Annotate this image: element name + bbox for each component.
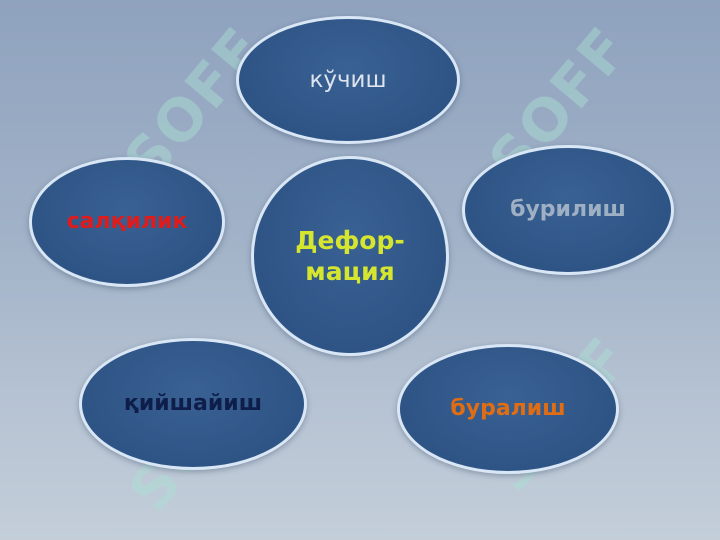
node-left-label: салқилик — [66, 209, 188, 235]
node-bottom-left-label: қийшайиш — [123, 391, 263, 417]
center-node-label: Дефор- мация — [295, 225, 404, 288]
node-bottom-right-label: буралиш — [450, 396, 566, 422]
node-bottom-left-ellipse: қийшайиш — [79, 338, 307, 470]
node-left-ellipse: салқилик — [29, 157, 225, 287]
center-node-ellipse: Дефор- мация — [251, 156, 449, 356]
node-bottom-right-ellipse: буралиш — [397, 344, 619, 474]
node-top-label: кўчиш — [309, 66, 387, 93]
center-node-label-line1: Дефор- — [295, 225, 405, 255]
node-right-ellipse: бурилиш — [462, 145, 674, 275]
center-node-label-line2: мация — [305, 257, 395, 286]
node-right-label: бурилиш — [510, 197, 626, 223]
node-top-ellipse: кўчиш — [236, 16, 460, 144]
